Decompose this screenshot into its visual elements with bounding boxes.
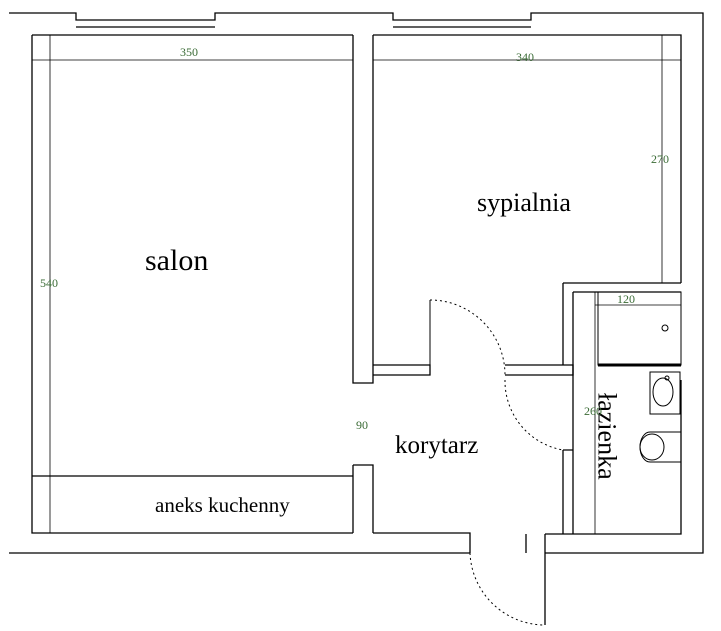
door-swing-entrance [469,552,546,626]
partition-salon-bedroom [352,35,374,384]
door-swing-bedroom [429,299,506,376]
dimension-lines [32,35,681,534]
outer-wall-outer [9,12,704,625]
room-label-kitchen: aneks kuchenny [155,493,290,517]
bathroom-walls [562,282,681,534]
room-label-bathroom: łazienka [593,393,622,480]
bathroom-fixtures [597,291,682,463]
dim-salon-width: 350 [180,45,198,59]
partition-salon-hall-lower [352,464,374,533]
room-label-hallway: korytarz [395,432,478,459]
dim-bath-width: 120 [617,292,635,306]
dim-bedroom-depth: 270 [651,152,669,166]
dim-passage: 90 [356,418,368,432]
outer-wall-inner [31,34,682,553]
door-swing-bath [504,379,564,451]
room-label-bedroom: sypialnia [477,188,571,217]
dimension-labels: 350 340 270 540 120 260 90 [40,45,669,432]
room-label-salon: salon [145,244,208,277]
door-swings [429,299,564,626]
drain-icon [661,324,669,332]
bathtub-icon [597,291,682,366]
partition-bedroom-hall [373,364,574,376]
dim-salon-depth: 540 [40,276,58,290]
toilet-icon [639,431,681,463]
sink-icon [649,371,681,415]
dim-bedroom-width: 340 [516,50,534,64]
bathroom-lower-wall [562,449,573,534]
dim-bath-depth: 260 [584,404,602,418]
walls [9,12,704,625]
